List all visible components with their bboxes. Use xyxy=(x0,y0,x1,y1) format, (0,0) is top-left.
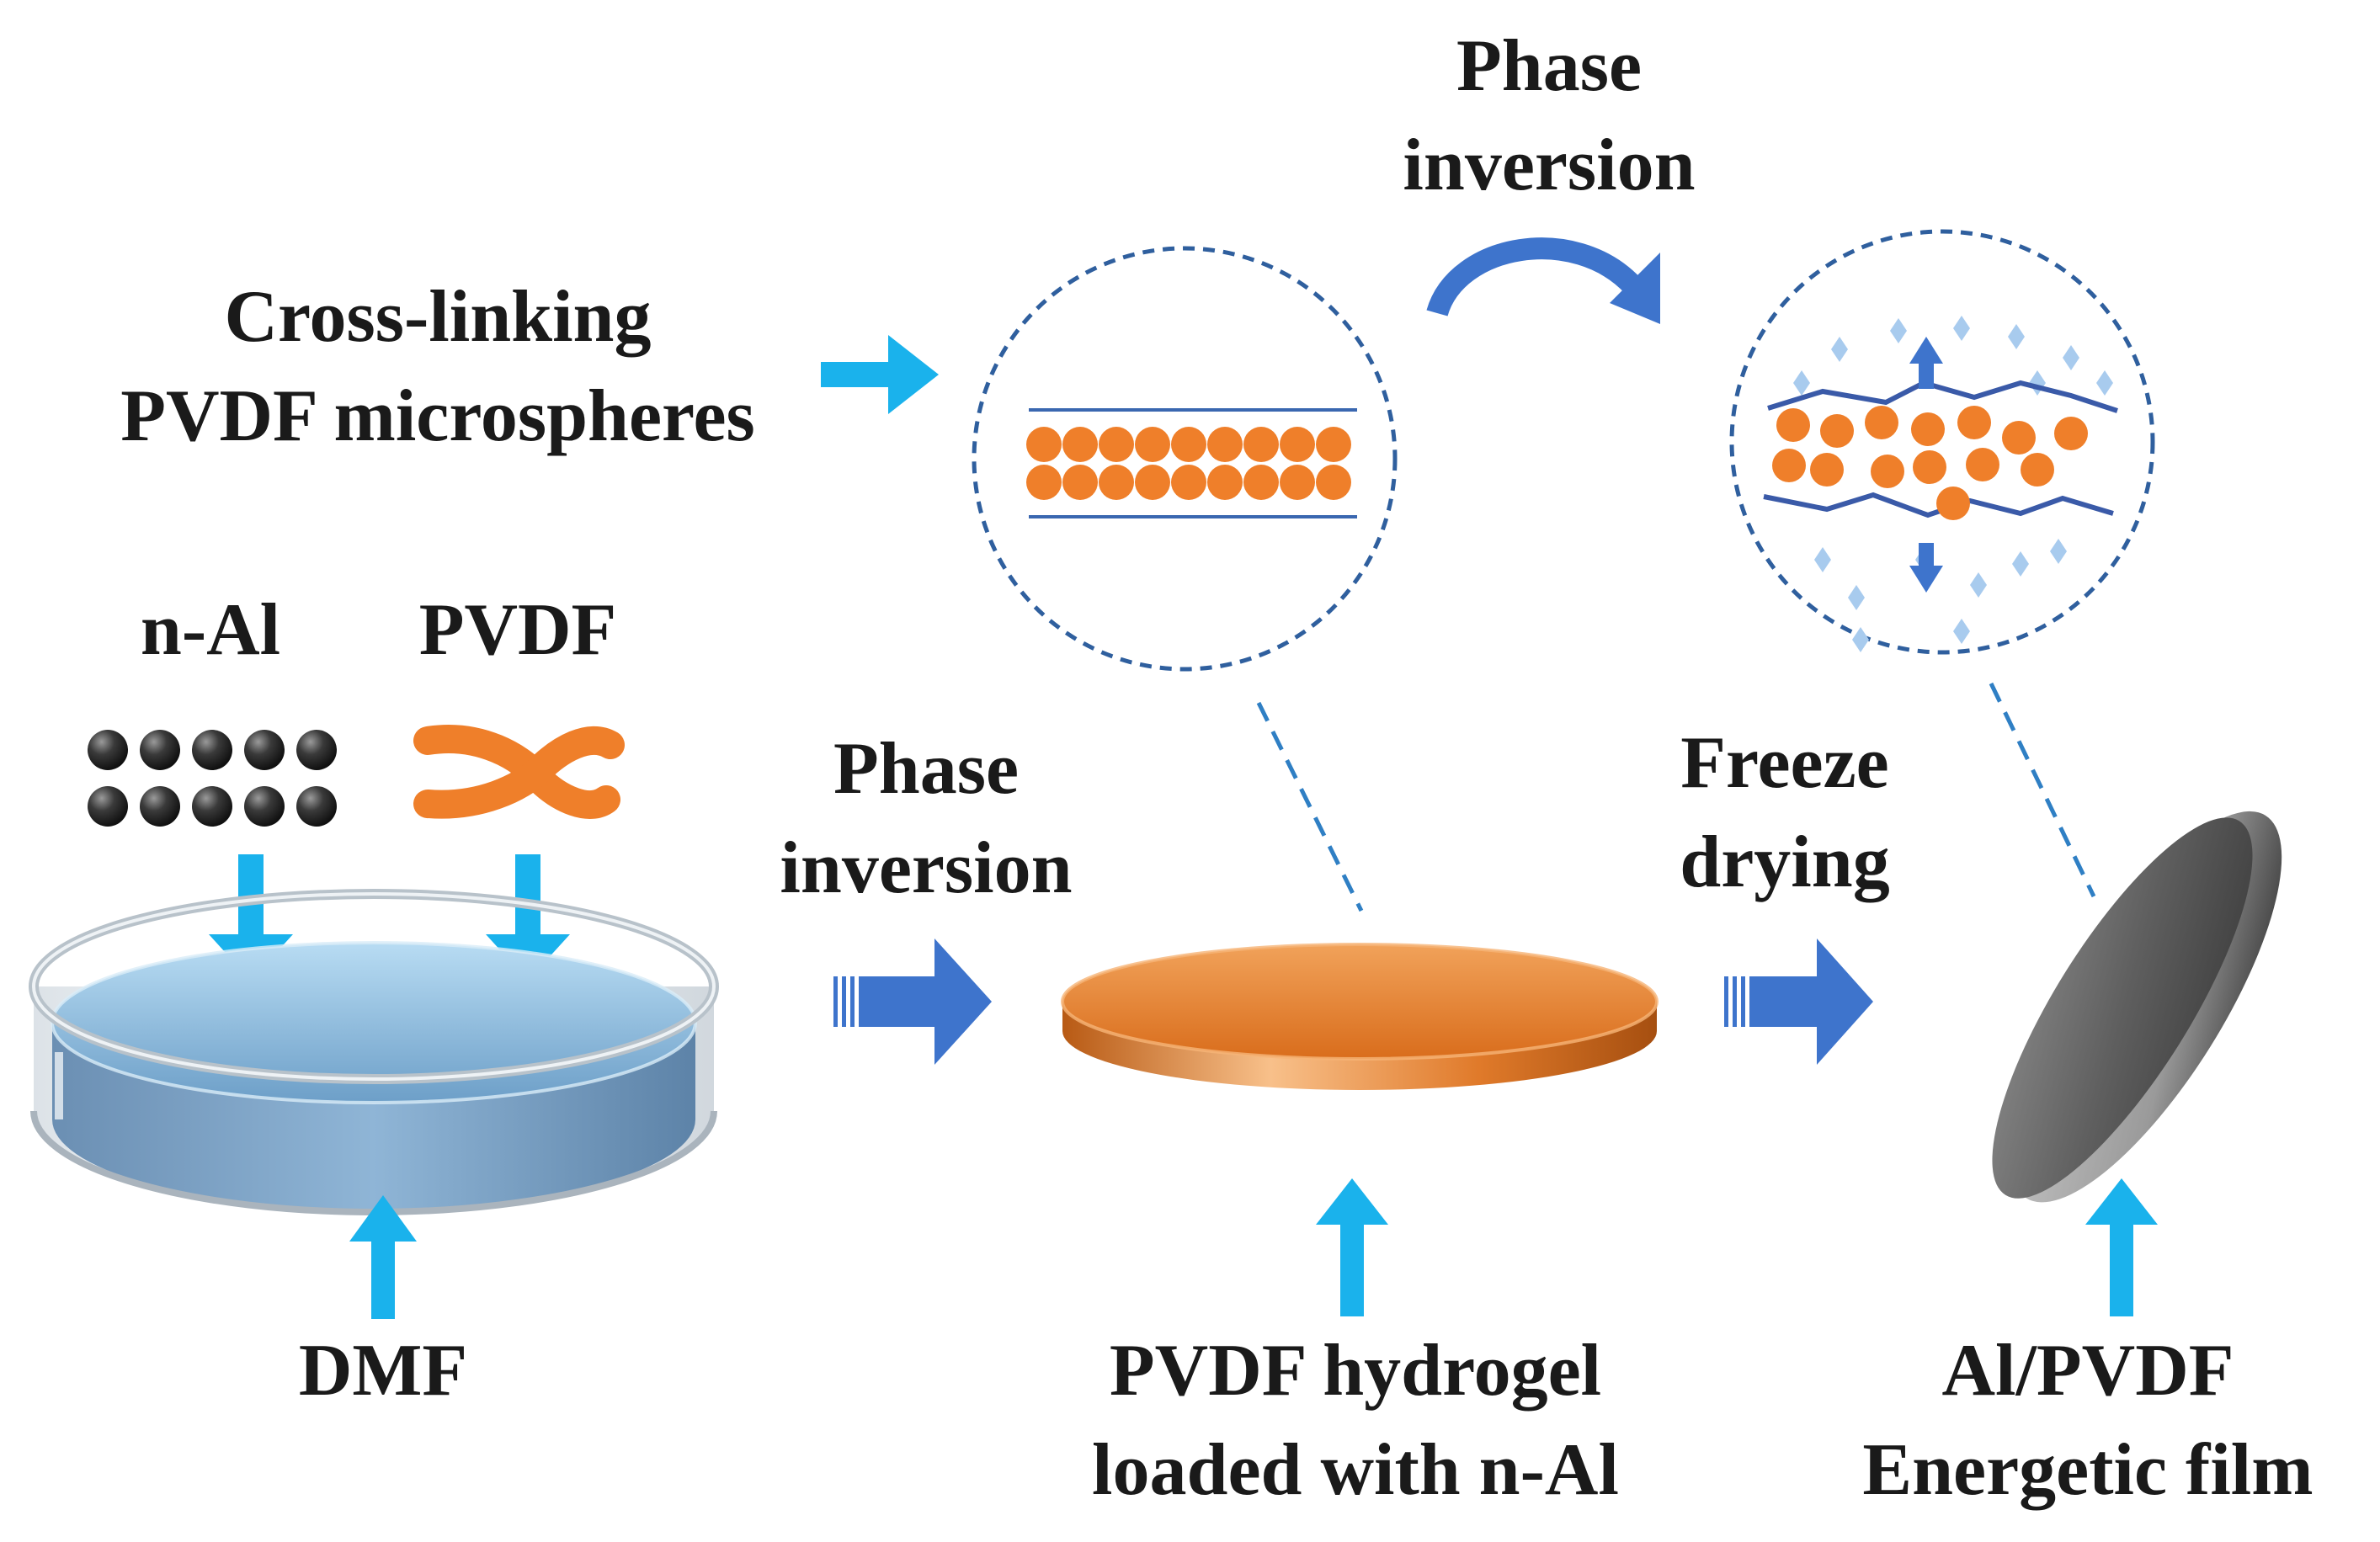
phase-inversion-mid-line1: Phase xyxy=(833,728,1019,810)
energetic-film-icon xyxy=(1992,811,2282,1203)
expanded-structure-zoom-circle xyxy=(1729,229,2155,655)
dispersed-microspheres-icon xyxy=(1772,406,2088,520)
hydrogel-label-line2: loaded with n-Al xyxy=(1092,1429,1619,1511)
expansion-up-arrow-icon xyxy=(1909,337,1943,389)
dark-blue-right-arrow-icon xyxy=(1724,938,1873,1065)
phase-inversion-top-line2: inversion xyxy=(1403,125,1696,206)
dmf-label: DMF xyxy=(298,1330,468,1412)
n-al-label: n-Al xyxy=(140,589,281,671)
light-blue-up-arrow-icon xyxy=(2085,1178,2158,1316)
light-blue-right-arrow-icon xyxy=(821,335,939,414)
phase-inversion-top-line1: Phase xyxy=(1456,25,1642,107)
petri-dish-icon xyxy=(29,889,719,1215)
n-al-particles-icon xyxy=(88,730,337,827)
pvdf-label: PVDF xyxy=(418,589,617,671)
ordered-microspheres-icon xyxy=(1026,427,1351,500)
light-blue-up-arrow-icon xyxy=(349,1195,417,1319)
expansion-down-arrow-icon xyxy=(1909,543,1943,593)
film-label-line1: Al/PVDF xyxy=(1941,1330,2234,1412)
freeze-drying-line2: drying xyxy=(1680,822,1890,903)
zoom-connector-line xyxy=(1256,701,1364,912)
crosslinking-label-line1: Cross-linking xyxy=(224,276,652,358)
dark-blue-right-arrow-icon xyxy=(833,938,992,1065)
hydrogel-label-line1: PVDF hydrogel xyxy=(1109,1330,1602,1412)
crosslinking-label: Cross-linking PVDF microspheres xyxy=(51,268,825,466)
film-label-line2: Energetic film xyxy=(1862,1429,2313,1511)
crosslinking-label-line2: PVDF microspheres xyxy=(120,375,755,457)
microsphere-zoom-circle xyxy=(972,246,1398,672)
phase-inversion-mid-label: Phase inversion xyxy=(724,720,1128,918)
phase-inversion-mid-line2: inversion xyxy=(780,827,1073,909)
freeze-drying-label: Freeze drying xyxy=(1625,714,1945,912)
light-blue-up-arrow-icon xyxy=(1316,1178,1388,1316)
solvent-diamonds-icon xyxy=(1793,316,2113,652)
phase-inversion-top-label: Phase inversion xyxy=(1347,17,1751,215)
hydrogel-disc-icon xyxy=(1061,943,1659,1090)
hydrogel-label: PVDF hydrogel loaded with n-Al xyxy=(1010,1321,1701,1520)
film-label: Al/PVDF Energetic film xyxy=(1810,1321,2366,1520)
freeze-drying-line1: Freeze xyxy=(1680,722,1889,804)
pvdf-chain-icon xyxy=(413,725,625,819)
curved-arrow-icon xyxy=(1426,237,1660,324)
zoom-connector-line xyxy=(1989,682,2096,898)
